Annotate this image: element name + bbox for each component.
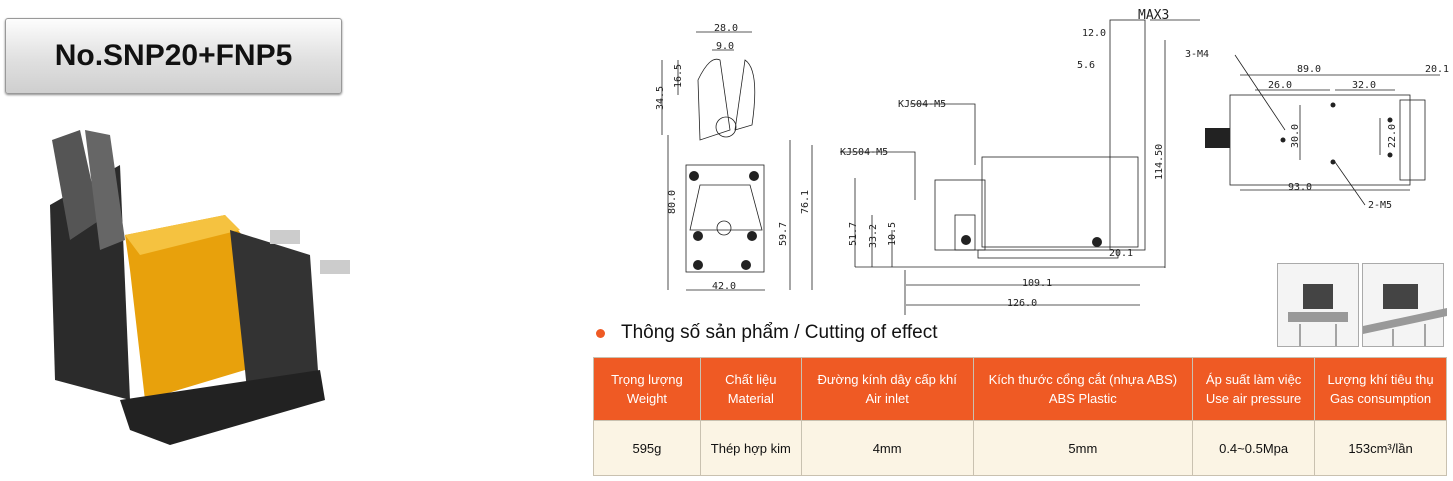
top-view-drawing <box>1205 54 1440 206</box>
dim-32: 32.0 <box>1352 80 1376 91</box>
dim-51-7: 51.7 <box>848 222 859 246</box>
dim-89: 89.0 <box>1297 64 1321 75</box>
dim-33-2: 33.2 <box>868 224 879 248</box>
technical-drawings: 28.0 9.0 16.5 34.5 80.0 59.7 76.1 42.0 K… <box>655 8 1449 315</box>
label-max3: MAX3 <box>1138 8 1169 23</box>
label-3-m4: 3-M4 <box>1185 49 1209 60</box>
label-2-m5: 2-M5 <box>1368 200 1392 211</box>
cell-material: Thép hợp kim <box>699 420 802 476</box>
product-title-box: No.SNP20+FNP5 <box>5 18 342 94</box>
dim-42: 42.0 <box>712 281 736 292</box>
dim-109-1: 109.1 <box>1022 278 1052 289</box>
cell-gas-consumption: 153cm³/lần <box>1314 420 1447 476</box>
dim-22: 22.0 <box>1387 124 1398 148</box>
dim-59-7: 59.7 <box>778 222 789 246</box>
product-photo <box>50 130 350 445</box>
dim-30: 30.0 <box>1290 124 1301 148</box>
dim-5-6: 5.6 <box>1077 60 1095 71</box>
cell-weight: 595g <box>593 420 701 476</box>
dim-9: 9.0 <box>716 41 734 52</box>
dim-93: 93.0 <box>1288 182 1312 193</box>
dim-26: 26.0 <box>1268 80 1292 91</box>
dim-76-1: 76.1 <box>800 190 811 214</box>
dim-34-5: 34.5 <box>655 86 666 110</box>
dim-12: 12.0 <box>1082 28 1106 39</box>
cell-abs-plastic: 5mm <box>972 420 1194 476</box>
dim-16-5: 16.5 <box>673 64 684 88</box>
label-kjs-upper: KJS04-M5 <box>898 99 946 110</box>
dim-10-5: 10.5 <box>887 222 898 246</box>
header-abs-plastic: Kích thước cổng cắt (nhựa ABS)ABS Plasti… <box>972 357 1194 421</box>
side-view-drawing <box>840 19 1200 315</box>
usage-thumbnail-2 <box>1362 263 1447 347</box>
front-view-drawing <box>661 31 813 291</box>
dim-28: 28.0 <box>714 23 738 34</box>
product-title: No.SNP20+FNP5 <box>54 39 293 72</box>
dim-20-1: 20.1 <box>1109 248 1133 259</box>
bullet-icon <box>596 328 605 338</box>
usage-thumbnail-1 <box>1277 263 1359 347</box>
dim-126: 126.0 <box>1007 298 1037 309</box>
table-row: 595g Thép hợp kim 4mm 5mm 0.4~0.5Mpa 153… <box>593 420 1447 476</box>
section-heading: Thông số sản phẩm / Cutting of effect <box>596 322 938 344</box>
dim-114-5: 114.50 <box>1154 144 1165 180</box>
dimension-labels: 28.0 9.0 16.5 34.5 80.0 59.7 76.1 42.0 K… <box>655 8 1449 309</box>
section-title: Thông số sản phẩm / Cutting of effect <box>621 322 938 343</box>
cell-air-inlet: 4mm <box>800 420 974 476</box>
dim-80: 80.0 <box>667 190 678 214</box>
cell-air-pressure: 0.4~0.5Mpa <box>1192 420 1316 476</box>
label-kjs-lower: KJS04-M5 <box>840 147 888 158</box>
dim-20-1-top: 20.1 <box>1425 64 1449 75</box>
